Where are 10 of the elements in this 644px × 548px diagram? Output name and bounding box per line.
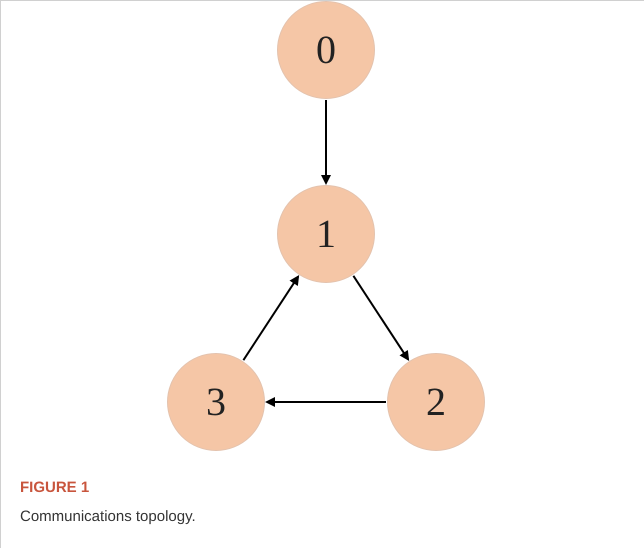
arrow (242, 275, 300, 361)
node-number: 1 (316, 214, 336, 254)
node-number: 3 (206, 382, 226, 422)
figure-label: FIGURE 1 (20, 478, 90, 498)
arrow (352, 275, 410, 361)
node-number: 0 (316, 30, 336, 70)
node-number: 2 (426, 382, 446, 422)
caption: Communications topology. (20, 507, 196, 527)
arrow (265, 397, 386, 407)
arrow (321, 100, 331, 185)
